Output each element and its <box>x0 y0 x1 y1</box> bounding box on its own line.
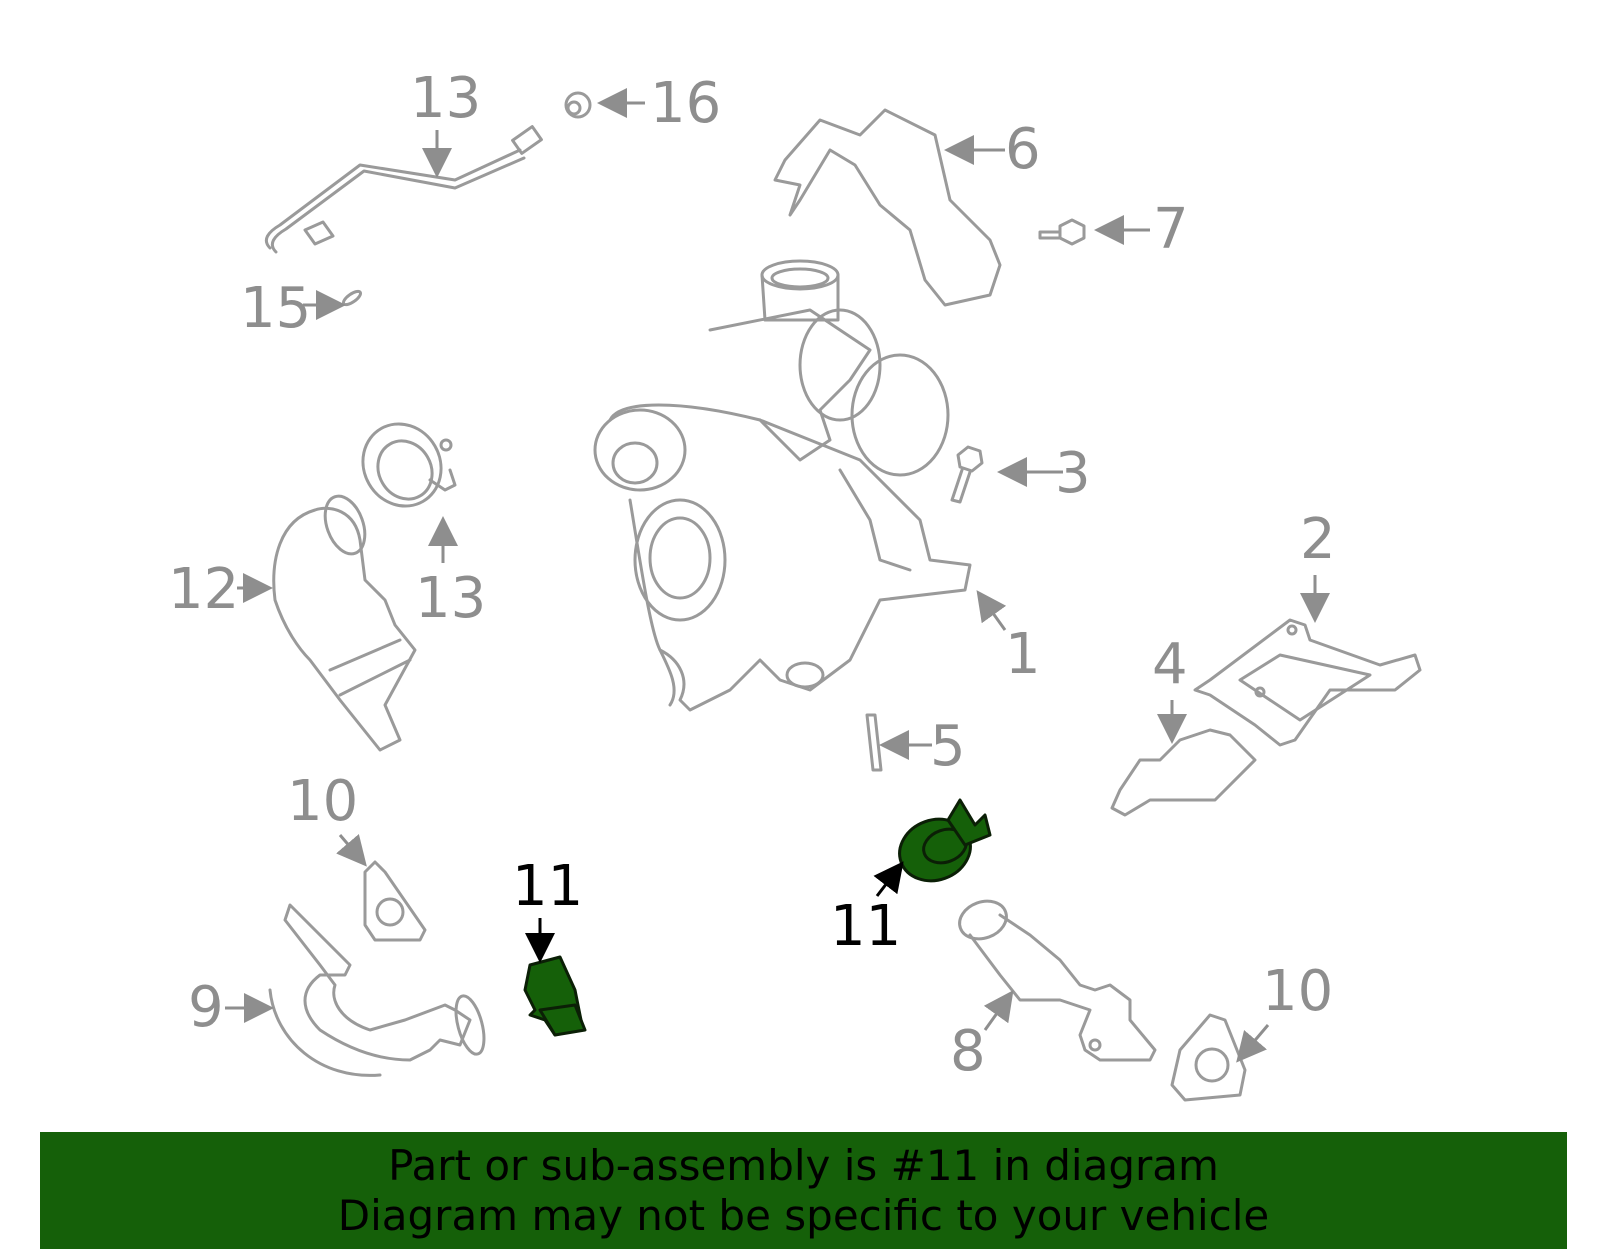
callout-5: 5 <box>930 714 966 779</box>
callout-13: 13 <box>415 566 486 631</box>
banner-line-part: Part or sub-assembly is #11 in diagram <box>388 1140 1219 1190</box>
part-4-shield[interactable] <box>1110 728 1257 817</box>
callout-16: 16 <box>650 71 721 136</box>
callout-10-right: 10 <box>1262 959 1333 1024</box>
callout-3: 3 <box>1055 441 1091 506</box>
callout-14: 13 <box>410 66 481 131</box>
part-2-gasket[interactable] <box>1193 618 1422 747</box>
part-3-bolt[interactable] <box>950 445 984 504</box>
part-11-gasket-right[interactable] <box>891 798 992 891</box>
part-1-turbocharger[interactable] <box>593 259 972 712</box>
parts-diagram: 13 16 15 6 7 3 1 2 4 5 12 13 10 9 8 10 1… <box>168 66 1422 1102</box>
callout-11-right: 11 <box>830 894 901 959</box>
callout-9: 9 <box>188 975 224 1040</box>
banner-line-disclaimer: Diagram may not be specific to your vehi… <box>337 1190 1270 1240</box>
callout-10-left: 10 <box>287 769 358 834</box>
callout-4: 4 <box>1152 632 1188 697</box>
leader-arrows <box>225 88 1330 1063</box>
part-7-bolt[interactable] <box>1038 218 1086 246</box>
callout-15: 15 <box>240 276 311 341</box>
part-8-pipe[interactable] <box>954 895 1157 1062</box>
part-9-pipe[interactable] <box>268 903 489 1077</box>
callout-2: 2 <box>1300 507 1336 572</box>
callout-labels: 13 16 15 6 7 3 1 2 4 5 12 13 10 9 8 10 1… <box>168 66 1336 1084</box>
callout-6: 6 <box>1005 117 1041 182</box>
part-13-clamp[interactable] <box>348 410 457 521</box>
info-banner: Part or sub-assembly is #11 in diagram D… <box>40 1132 1567 1249</box>
part-14-tube[interactable] <box>264 125 543 254</box>
callout-1: 1 <box>1005 622 1041 687</box>
callout-7: 7 <box>1153 197 1189 262</box>
callout-12: 12 <box>168 557 239 622</box>
part-5-pin[interactable] <box>865 713 883 772</box>
callout-8: 8 <box>950 1019 986 1084</box>
part-6-heat-shield[interactable] <box>773 108 1002 307</box>
callout-11-left: 11 <box>512 854 583 919</box>
part-10-gasket-right[interactable] <box>1170 1013 1247 1102</box>
part-15-oring[interactable] <box>341 289 363 307</box>
part-16-plug[interactable] <box>564 91 592 119</box>
part-10-gasket-left[interactable] <box>363 860 427 942</box>
part-12-duct[interactable] <box>272 491 417 752</box>
part-11-gasket-left[interactable] <box>523 955 587 1037</box>
